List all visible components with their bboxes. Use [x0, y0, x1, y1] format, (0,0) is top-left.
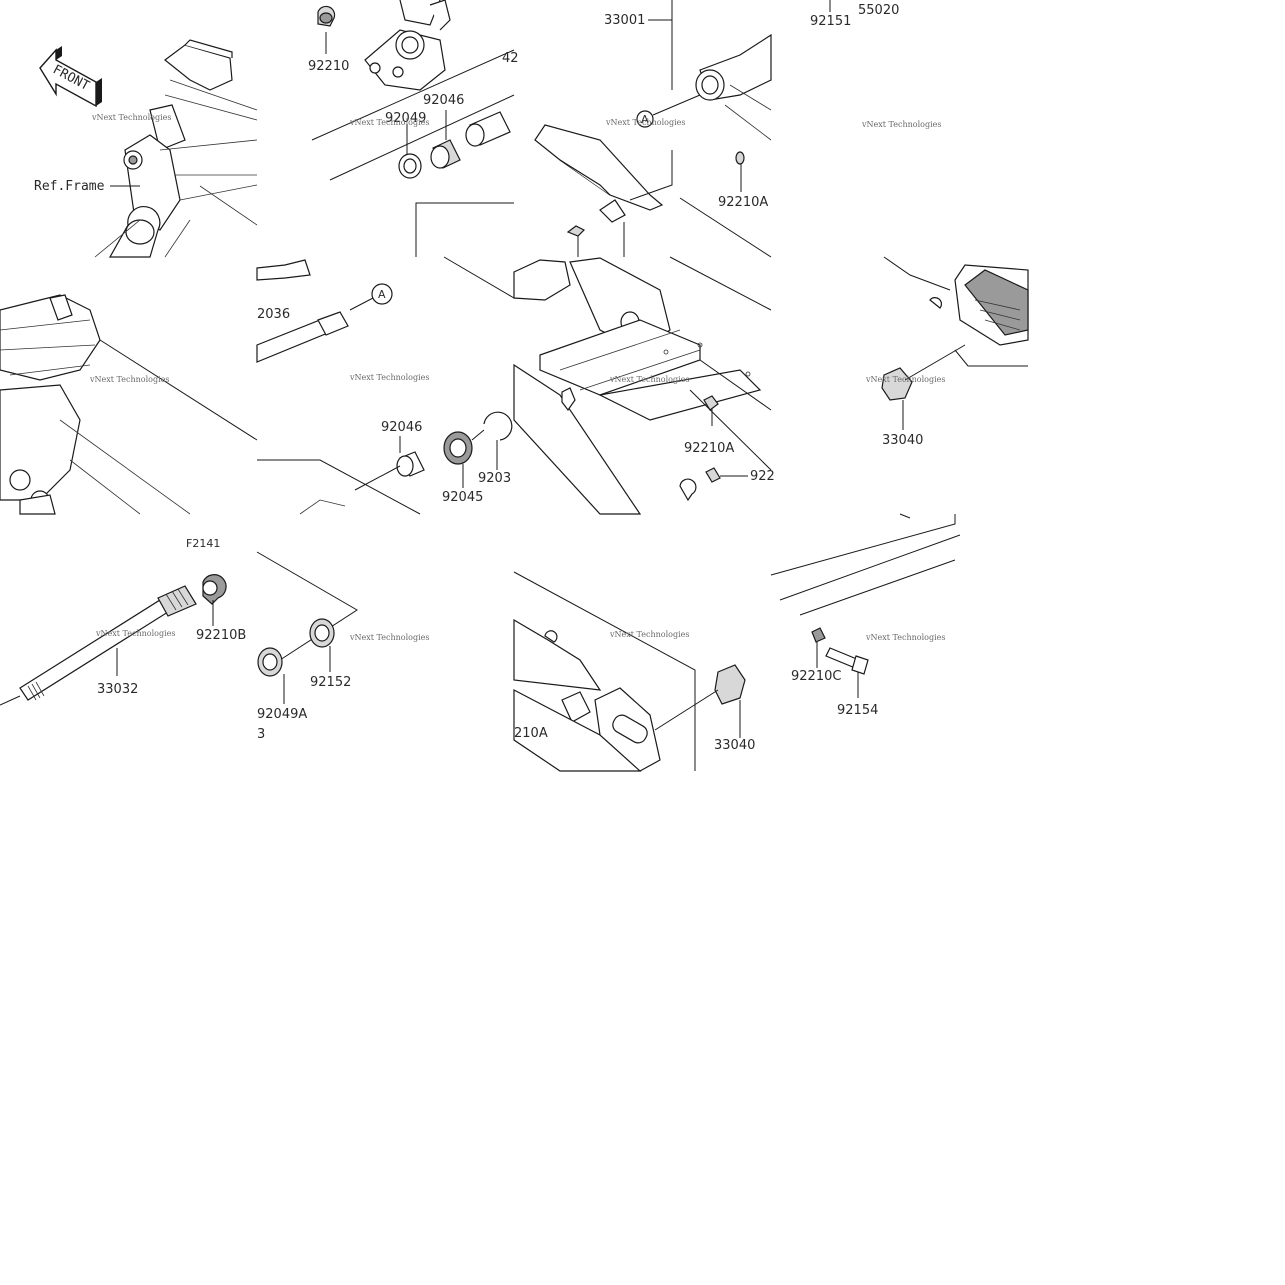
ref-frame-label: Ref.Frame	[34, 179, 105, 194]
watermark: vNext Technologies	[91, 113, 171, 122]
part-92049A: 92049A	[257, 707, 307, 722]
part-92049: 92049	[385, 111, 426, 126]
tile-frame-left: vNext Technologies	[0, 294, 258, 515]
part-922-cut: 922	[750, 469, 775, 484]
part-2036-cut: 2036	[257, 307, 290, 322]
callout-a-mid: A	[378, 288, 386, 301]
watermark: vNext Technologies	[349, 373, 429, 382]
watermark: vNext Technologies	[609, 375, 689, 384]
watermark: vNext Technologies	[89, 375, 169, 384]
part-33032: 33032	[97, 682, 138, 697]
part-55020: 55020	[858, 3, 899, 18]
part-210A-cut: 210A	[514, 726, 548, 741]
callout-a-top: A	[641, 113, 649, 126]
tile-frame-front: FRONT Ref.Frame vNext Technologies	[34, 39, 258, 258]
front-arrow-icon: FRONT	[39, 46, 102, 108]
part-92210B: 92210B	[196, 628, 246, 643]
tile-collars: 92152 92049A 3 vNext Technologies	[256, 551, 429, 742]
tile-swingarm-body: 92210A 922 vNext Technologies	[513, 256, 775, 515]
watermark: vNext Technologies	[609, 630, 689, 639]
part-33040-2: 33040	[714, 738, 755, 753]
watermark: vNext Technologies	[865, 633, 945, 642]
watermark: vNext Technologies	[349, 118, 429, 127]
tile-swingarm-rear: 33040 210A vNext Technologies	[513, 571, 755, 772]
part-92210-top: 92210	[308, 59, 349, 74]
tile-pivot-bearings: 92210 42 92049 92046 vNext Technologies	[308, 0, 519, 257]
part-92152: 92152	[310, 675, 351, 690]
part-9203-cut: 9203	[478, 471, 511, 486]
watermark: vNext Technologies	[861, 120, 941, 129]
watermark: vNext Technologies	[349, 633, 429, 642]
part-92154: 92154	[837, 703, 878, 718]
part-92151: 92151	[810, 14, 851, 29]
tile-adjuster-right: 33040 vNext Technologies	[865, 256, 1029, 448]
part-92045: 92045	[442, 490, 483, 505]
tile-pivot-shaft: A 2036 92046 92045 9203 vNext Technologi…	[256, 256, 526, 515]
watermark: vNext Technologies	[865, 375, 945, 384]
part-92210C: 92210C	[791, 669, 841, 684]
watermark: vNext Technologies	[605, 118, 685, 127]
part-92046-mid: 92046	[381, 420, 422, 435]
tile-top-right: 92151 55020 vNext Technologies	[810, 0, 941, 129]
part-92210A-2: 92210A	[684, 441, 734, 456]
figure-code: F2141	[186, 537, 220, 550]
part-33001: 33001	[604, 13, 645, 28]
part-92210A-1: 92210A	[718, 195, 768, 210]
part-33040-1: 33040	[882, 433, 923, 448]
tile-swingarm-top: 33001 A 92210A vNext Technologies	[534, 0, 772, 258]
tile-rear-bolt: 92210C 92154 vNext Technologies	[770, 513, 961, 718]
part-92046-top: 92046	[423, 93, 464, 108]
tile-pivot-bolt: F2141 92210B 33032 vNext Technologies	[0, 537, 246, 706]
part-42-cut: 42	[502, 51, 519, 66]
watermark: vNext Technologies	[95, 629, 175, 638]
part-3-cut: 3	[257, 727, 265, 742]
